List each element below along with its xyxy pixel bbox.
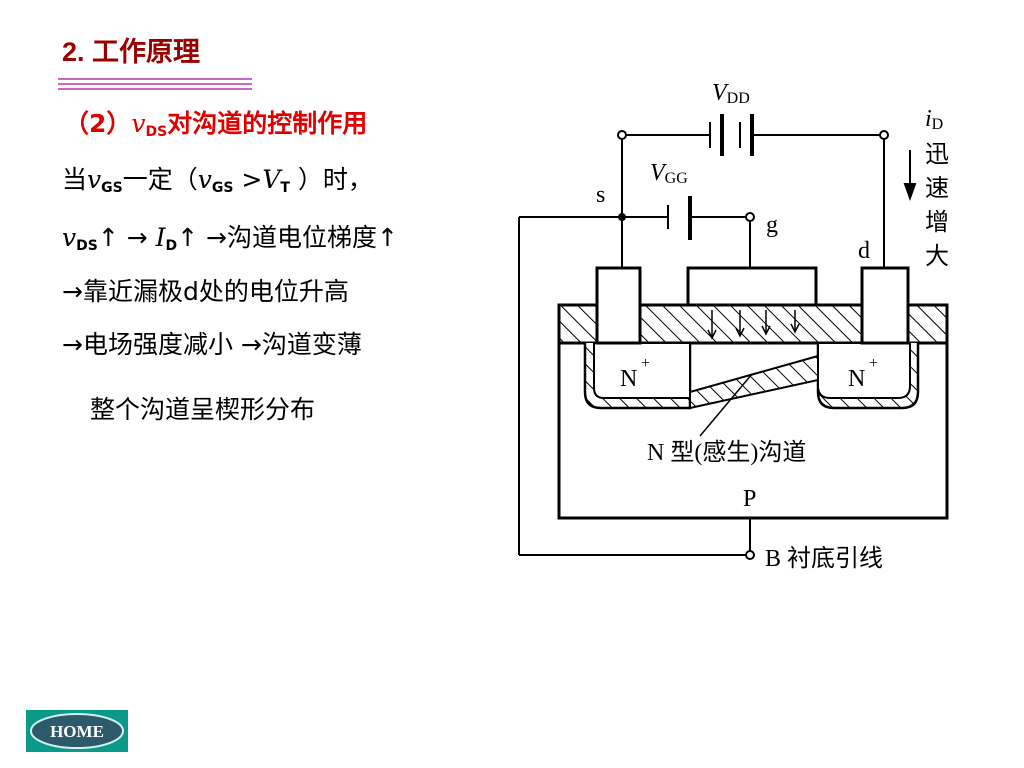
home-button[interactable]: HOME <box>26 710 128 752</box>
gate-contact <box>686 266 818 307</box>
svg-text:增: 增 <box>925 208 949 236</box>
title-underline <box>58 78 252 91</box>
text-line-3: →靠近漏极d处的电位升高 <box>62 277 349 306</box>
body-terminal <box>745 550 755 560</box>
text-line-4: →电场强度减小 →沟道变薄 <box>62 330 362 359</box>
svg-text:VGG: VGG <box>650 160 688 187</box>
svg-text:VDD: VDD <box>712 80 750 107</box>
drain-contact <box>860 266 910 345</box>
vdd-left-terminal <box>617 130 627 140</box>
id-arrow <box>903 150 917 201</box>
svg-text:HOME: HOME <box>50 722 104 741</box>
text-line-5: 整个沟道呈楔形分布 <box>90 395 316 424</box>
svg-text:d: d <box>858 238 870 264</box>
svg-text:B 衬底引线: B 衬底引线 <box>765 545 883 572</box>
svg-text:+: + <box>641 355 650 372</box>
slide-title: 2. 工作原理 <box>62 37 201 67</box>
svg-text:P: P <box>743 486 756 512</box>
channel-leader <box>699 373 753 437</box>
svg-text:N: N <box>848 366 865 392</box>
mosfet-diagram: VDD VGG iD s g d N + N + N 型(感生)沟道 P B 衬… <box>518 80 949 572</box>
svg-text:迅: 迅 <box>925 140 949 168</box>
svg-text:大: 大 <box>925 242 949 270</box>
svg-text:g: g <box>766 212 778 238</box>
vdd-right-terminal <box>879 130 889 140</box>
text-line-1: 当vGS一定（vGS >VT ）时， <box>62 165 373 196</box>
vgg-battery <box>667 196 692 240</box>
svg-text:N 型(感生)沟道: N 型(感生)沟道 <box>647 439 806 466</box>
gate-terminal <box>745 212 755 222</box>
text-line-2: vDS↑ → ID↑ →沟道电位梯度↑ <box>62 223 398 254</box>
field-arrows <box>707 310 800 340</box>
section-subtitle: （2）vDS对沟道的控制作用 <box>64 109 368 140</box>
circuit-wiring <box>518 134 885 556</box>
svg-text:+: + <box>869 355 878 372</box>
svg-text:s: s <box>596 182 605 208</box>
svg-text:速: 速 <box>925 174 949 202</box>
svg-text:N: N <box>620 366 637 392</box>
source-node <box>618 213 626 221</box>
channel-wedge <box>689 354 819 410</box>
svg-text:iD: iD <box>925 106 943 133</box>
vdd-battery <box>709 114 754 156</box>
source-contact <box>595 266 642 345</box>
id-description: 迅 速 增 大 <box>925 140 949 270</box>
